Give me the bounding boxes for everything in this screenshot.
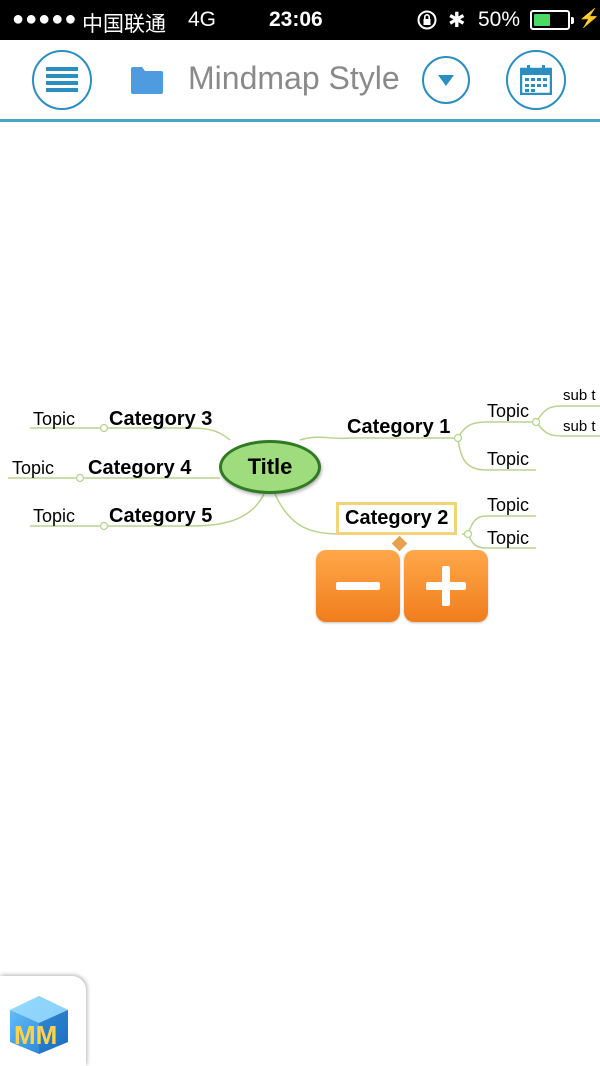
collapse-button[interactable]: [316, 550, 400, 622]
category-1-node[interactable]: Category 1: [347, 416, 451, 438]
folder-icon[interactable]: [131, 66, 163, 94]
status-bar: ●●●●● 中国联通 4G 23:06 ✱ 50% ⚡: [0, 0, 600, 40]
minus-icon: [336, 582, 380, 590]
dropdown-arrow-icon: [438, 75, 454, 86]
carrier-name: 中国联通: [82, 13, 166, 36]
battery-percent: 50%: [478, 8, 521, 31]
mindmaster-logo-icon: MM: [10, 996, 68, 1054]
menu-button[interactable]: [32, 50, 92, 110]
plus-icon: [426, 566, 466, 606]
menu-icon: [46, 67, 78, 92]
calendar-icon: [520, 65, 552, 95]
category-3-topic[interactable]: Topic: [33, 409, 76, 429]
category-4-topic[interactable]: Topic: [12, 458, 55, 478]
category-2-node-selected[interactable]: Category 2: [336, 502, 458, 535]
category-5-node[interactable]: Category 5: [109, 505, 213, 527]
battery-level: [534, 14, 550, 26]
document-title[interactable]: Mindmap Style: [188, 60, 400, 96]
category-1-topic-1[interactable]: Topic: [487, 401, 530, 421]
app-logo-button[interactable]: MM: [0, 976, 86, 1066]
central-title-node[interactable]: Title: [219, 440, 321, 494]
category-4-node[interactable]: Category 4: [88, 457, 192, 479]
category-1-topic-2[interactable]: Topic: [487, 449, 530, 469]
category-5-topic[interactable]: Topic: [33, 506, 76, 526]
expand-button[interactable]: [404, 550, 488, 622]
calendar-button[interactable]: [506, 50, 566, 110]
mindmap-canvas[interactable]: Title Category 1 Topic Topic sub t sub t…: [0, 122, 600, 1066]
svg-text:MM: MM: [14, 1020, 57, 1050]
battery-icon: [530, 10, 574, 30]
category-2-topic-2[interactable]: Topic: [487, 528, 530, 548]
category-2-topic-1[interactable]: Topic: [487, 495, 530, 515]
rotation-lock-icon: [417, 10, 437, 30]
signal-strength: ●●●●●: [12, 8, 78, 30]
bluetooth-icon: ✱: [448, 9, 466, 32]
category-3-node[interactable]: Category 3: [109, 408, 213, 430]
subtopic-1[interactable]: sub t: [563, 387, 596, 404]
title-dropdown-button[interactable]: [422, 56, 470, 104]
subtopic-2[interactable]: sub t: [563, 418, 596, 435]
clock: 23:06: [269, 8, 323, 31]
toolbar: Mindmap Style: [0, 40, 600, 122]
mindmap-connectors: [8, 405, 600, 549]
charging-icon: ⚡: [578, 8, 600, 28]
network-type: 4G: [188, 8, 217, 31]
